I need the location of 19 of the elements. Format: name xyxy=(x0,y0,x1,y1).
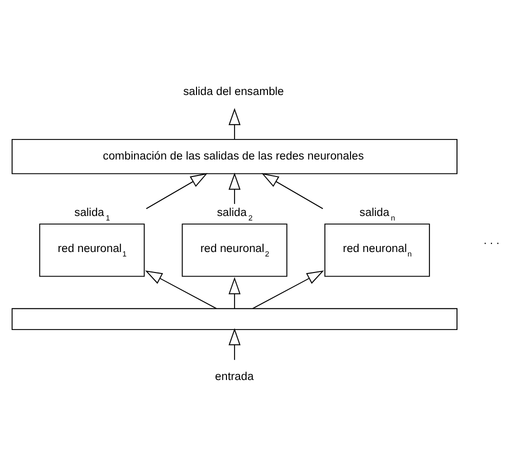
node-label: salida$_{2}$ xyxy=(216,206,253,222)
arrow xyxy=(228,328,241,360)
arrow xyxy=(262,172,324,209)
arrow xyxy=(228,276,241,308)
arrow xyxy=(252,270,324,308)
node-box: red neuronal$_{2}$ xyxy=(182,223,288,276)
arrow xyxy=(146,172,208,209)
arrow xyxy=(145,270,217,308)
node-box: red neuronal$_{1}$ xyxy=(39,223,145,276)
node-text: entrada xyxy=(215,370,254,383)
node-label: salida$_{1}$ xyxy=(74,206,110,222)
label: . . . xyxy=(484,234,500,247)
arrow xyxy=(228,108,241,140)
arrow xyxy=(228,172,241,204)
node-box: combinación de las salidas de las redes neuronales xyxy=(12,138,458,174)
node-text: salida del ensamble xyxy=(183,85,284,98)
node-box: red neuronal$_{n}$ xyxy=(324,223,430,276)
node-bar xyxy=(12,308,458,330)
node-label: salida$_{n}$ xyxy=(360,206,396,222)
